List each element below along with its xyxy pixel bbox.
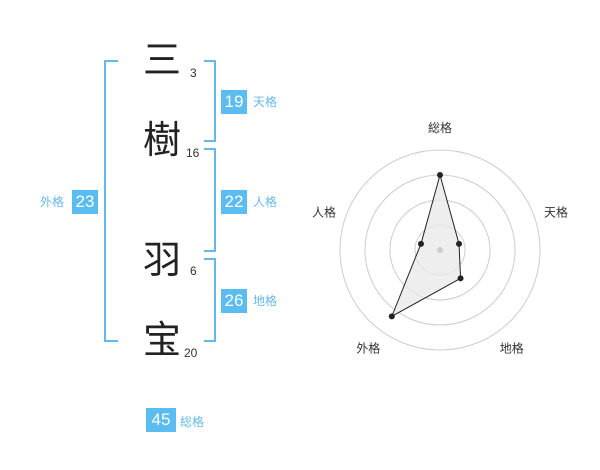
radar-axis-label: 外格 <box>356 341 380 356</box>
gaikaku-bracket <box>104 60 118 342</box>
stroke-count-2: 16 <box>186 146 200 160</box>
chikaku-bracket <box>204 258 216 342</box>
gaikaku-value: 23 <box>72 190 98 214</box>
chikaku-value: 26 <box>221 289 247 313</box>
stroke-count-1: 3 <box>190 66 197 80</box>
radar-center-dot <box>437 247 443 253</box>
radar-ring <box>339 149 541 351</box>
tenkaku-label: 天格 <box>253 95 278 109</box>
tenkaku-bracket <box>204 60 216 142</box>
radar-axis-label: 総格 <box>428 120 452 135</box>
radar-axis-label: 地格 <box>500 341 524 356</box>
radar-polygon <box>390 173 462 318</box>
name-char-4: 宝 <box>142 318 181 362</box>
stroke-count-4: 20 <box>184 346 198 360</box>
radar-point-4 <box>388 313 395 320</box>
radar-points <box>388 172 464 320</box>
gaikaku-label: 外格 <box>40 195 65 209</box>
stroke-count-3: 6 <box>190 264 197 278</box>
name-char-2: 樹 <box>142 118 181 162</box>
name-char-3: 羽 <box>142 238 181 282</box>
radar-axis-label: 天格 <box>544 204 568 219</box>
jinkaku-bracket <box>204 148 216 252</box>
jinkaku-label: 人格 <box>253 195 278 209</box>
tenkaku-value: 19 <box>221 90 247 114</box>
chikaku-label: 地格 <box>253 294 278 308</box>
name-char-1: 三 <box>142 38 181 82</box>
jinkaku-value: 22 <box>221 190 247 214</box>
soukaku-value: 45 <box>146 408 176 432</box>
radar-axis-label: 人格 <box>312 204 336 219</box>
radar-point-5 <box>417 240 424 247</box>
soukaku-label: 総格 <box>180 415 205 429</box>
radar-point-3 <box>457 275 464 282</box>
radar-point-1 <box>437 172 443 178</box>
radar-point-2 <box>456 240 463 247</box>
